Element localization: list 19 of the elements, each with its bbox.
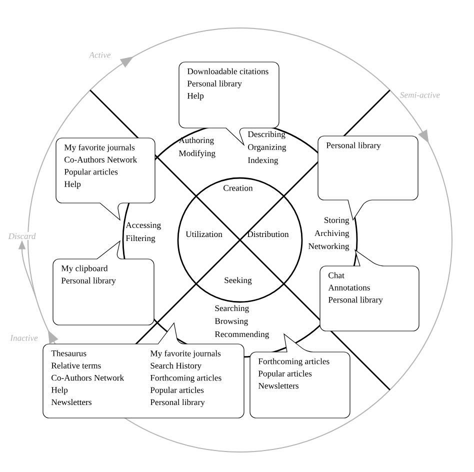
callout-bubble: Chat Annotations Personal library	[320, 250, 420, 332]
callout-bubble: My favorite journals Co-Authors Network Popular articles Help	[56, 138, 156, 220]
lifecycle-label: Discard	[7, 232, 37, 240]
phase-label: Distribution	[247, 230, 289, 238]
activity-label: Modifying	[178, 150, 216, 158]
phase-label: Utilization	[186, 230, 222, 238]
activity-label: Searching	[215, 305, 249, 313]
lifecycle-label: Inactive	[10, 335, 38, 341]
phase-label: Creation	[224, 185, 253, 191]
lifecycle-label: Active	[88, 52, 111, 58]
activity-label: Archiving	[314, 230, 350, 238]
activity-label: Networking	[308, 243, 350, 251]
lifecycle-label: Semi-active	[400, 92, 440, 98]
activity-label: Organizing	[248, 144, 286, 152]
activity-label: Accessing	[126, 222, 161, 230]
activity-label: Filtering	[126, 235, 156, 243]
activity-label: Authoring	[178, 137, 214, 145]
activity-label: Indexing	[248, 157, 278, 165]
phase-label: Seeking	[224, 277, 252, 285]
